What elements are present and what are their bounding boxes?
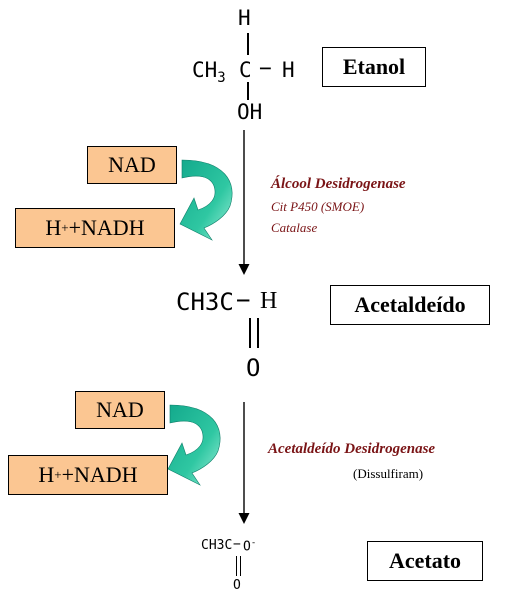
nad-box-1: NAD (87, 146, 177, 184)
enzyme-name-1: Álcool Desidrogenase (271, 176, 406, 192)
curved-arrow-1-icon (179, 159, 233, 241)
acetato-oxygen: O (233, 578, 241, 593)
acetato-double-bond-b (240, 556, 241, 576)
acetaldeido-oxygen: O (246, 354, 261, 382)
acetato-label: Acetato (367, 541, 483, 581)
curved-arrow-2-icon (167, 404, 221, 486)
acetaldeido-label: Acetaldeído (330, 285, 490, 325)
acetato-charge: - (250, 538, 257, 548)
nadh-box-2: H++NADH (8, 455, 168, 495)
etanol-hydroxyl: OH (237, 100, 263, 124)
acetaldeido-double-bond-a (249, 318, 251, 348)
nadh-plus-2: + (54, 467, 62, 482)
acetato-bond: − (233, 537, 241, 552)
acetato-o-minus: O- (243, 538, 257, 555)
reaction-arrow-1-head (238, 264, 250, 275)
acetato-double-bond-a (236, 556, 237, 576)
nadh-rest-2: +NADH (61, 462, 138, 487)
etanol-label: Etanol (322, 47, 426, 87)
reaction-arrow-2-head (238, 513, 250, 524)
etanol-right-h: H (282, 58, 295, 82)
nadh-h-1: H (45, 215, 62, 240)
acetaldeido-h: H (260, 288, 278, 314)
etanol-bottom-bond (247, 82, 249, 100)
inhibitor-label: (Dissulfiram) (353, 466, 424, 481)
etanol-carbon: C (239, 58, 252, 82)
etanol-top-bond (247, 33, 249, 55)
acetaldeido-bond: − (236, 286, 251, 314)
acetaldeido-double-bond-b (257, 318, 259, 348)
nadh-box-1: H++NADH (15, 208, 175, 248)
etanol-left-group: CH3 (192, 58, 226, 87)
nadh-plus-1: + (61, 220, 69, 235)
etanol-top-h: H (238, 6, 251, 30)
acetaldeido-formula: CH3C (176, 288, 234, 316)
nadh-rest-1: +NADH (68, 215, 145, 240)
enzyme-line-1a: Cit P450 (SMOE) (271, 199, 365, 214)
enzyme-line-1b: Catalase (271, 220, 318, 235)
acetato-formula: CH3C (201, 538, 233, 553)
enzyme-name-2: Acetaldeído Desidrogenase (268, 441, 436, 457)
etanol-subscript: 3 (217, 70, 226, 87)
nad-box-2: NAD (75, 391, 165, 429)
nadh-h-2: H (38, 462, 55, 487)
etanol-right-bond: − (259, 56, 272, 80)
